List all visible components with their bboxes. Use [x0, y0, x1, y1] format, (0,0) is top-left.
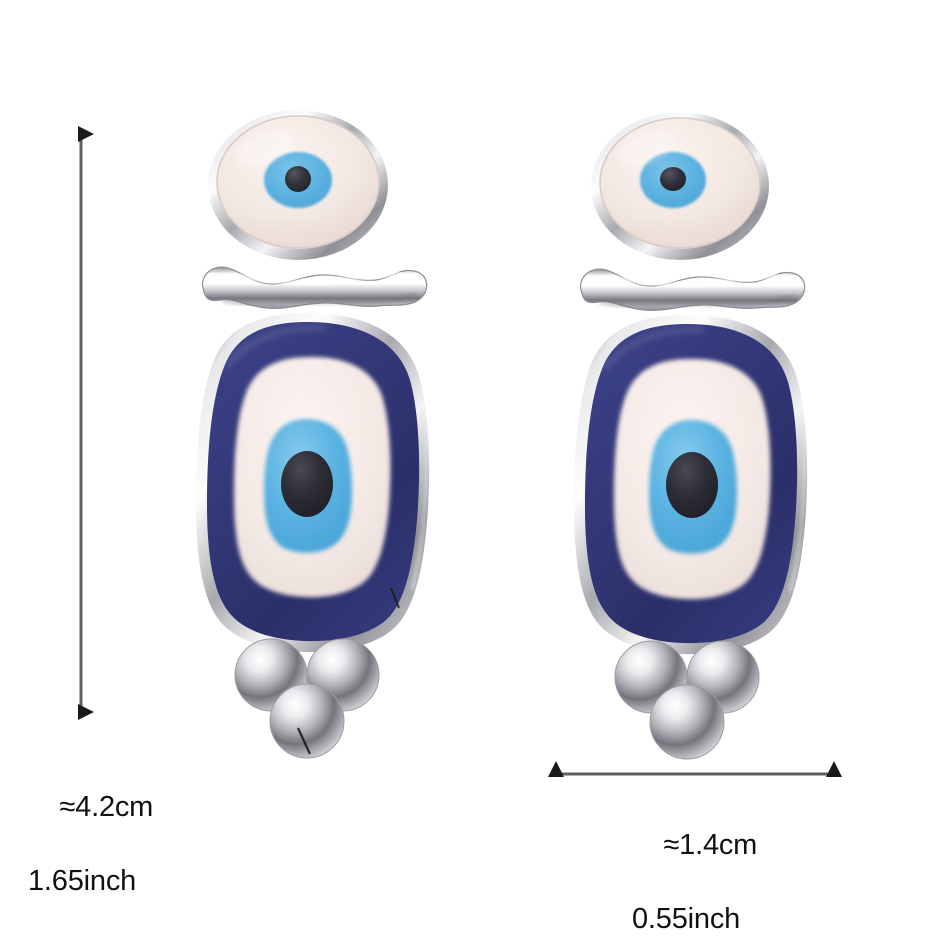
bead-bottom	[649, 684, 725, 760]
stud-highlight	[617, 130, 675, 166]
connector-bar-body	[580, 268, 806, 312]
height-cm-text: ≈4.2cm	[59, 791, 154, 823]
drop-pendant	[196, 313, 430, 653]
drop-surface-mark	[390, 587, 400, 609]
stud-highlight	[235, 130, 293, 166]
stud-pupil	[285, 166, 311, 192]
earring-right	[562, 110, 822, 770]
stud-disc	[208, 110, 388, 260]
bead-bottom	[269, 683, 345, 759]
connector-bar-shadow	[221, 292, 417, 306]
stud-enamel-edge	[599, 117, 761, 249]
drop-highlight-top	[602, 327, 705, 372]
drop-bezel-highlight-right	[410, 407, 429, 591]
bead-surface-mark	[297, 727, 311, 755]
connector-bar	[580, 268, 806, 312]
width-dimension-arrow	[548, 761, 842, 777]
drop-pupil	[666, 452, 718, 518]
connector-bar-shadow	[599, 294, 795, 308]
connector-bar-highlight	[215, 271, 419, 286]
stud-pupil	[660, 167, 686, 191]
height-inch-text: 1.65inch	[28, 865, 137, 897]
width-cm-text: ≈1.4cm	[663, 829, 758, 861]
drop-pupil	[281, 451, 333, 517]
drop-bezel-highlight-right	[788, 409, 807, 593]
height-dimension-arrow	[78, 126, 94, 720]
drop-pendant	[574, 315, 808, 655]
height-dimension-label: ≈4.2cm 1.65inch	[28, 752, 153, 944]
drop-highlight-top	[224, 325, 327, 370]
stud-enamel-edge	[216, 115, 380, 249]
width-inch-text: 0.55inch	[632, 903, 741, 935]
width-dimension-label: ≈1.4cm 0.55inch	[632, 790, 757, 944]
stud-disc	[591, 112, 769, 260]
connector-bar-body	[202, 266, 428, 310]
bead-cluster	[614, 640, 760, 760]
bead-cluster	[234, 638, 380, 759]
connector-bar-highlight	[593, 273, 797, 288]
earring-left	[186, 108, 446, 768]
connector-bar	[202, 266, 428, 310]
